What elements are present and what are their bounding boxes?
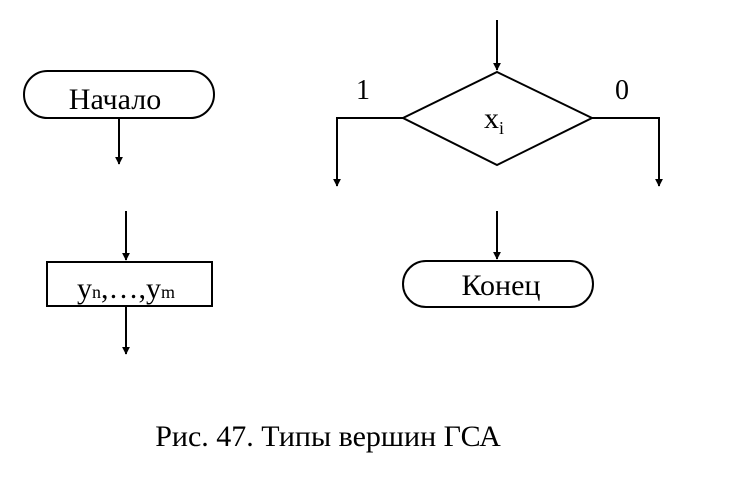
end-terminal-shape (402, 260, 594, 308)
start-label: Начало (69, 83, 161, 116)
condition-false-branch (592, 117, 663, 187)
figure-caption: Рис. 47. Типы вершин ГСА (155, 420, 501, 453)
end-label: Конец (462, 269, 541, 302)
operator-label: yn,…,ym (77, 272, 175, 305)
end-vertex: Конец (402, 211, 594, 308)
start-vertex: Начало (23, 70, 215, 165)
condition-true-label: 1 (356, 75, 370, 106)
condition-vertex: xi 1 0 (333, 20, 663, 187)
condition-false-label: 0 (615, 75, 629, 106)
condition-true-branch (333, 117, 403, 187)
operator-box (46, 261, 213, 307)
condition-label: xi (484, 102, 504, 138)
operator-vertex: yn,…,ym (46, 211, 213, 355)
condition-diamond (400, 70, 595, 167)
